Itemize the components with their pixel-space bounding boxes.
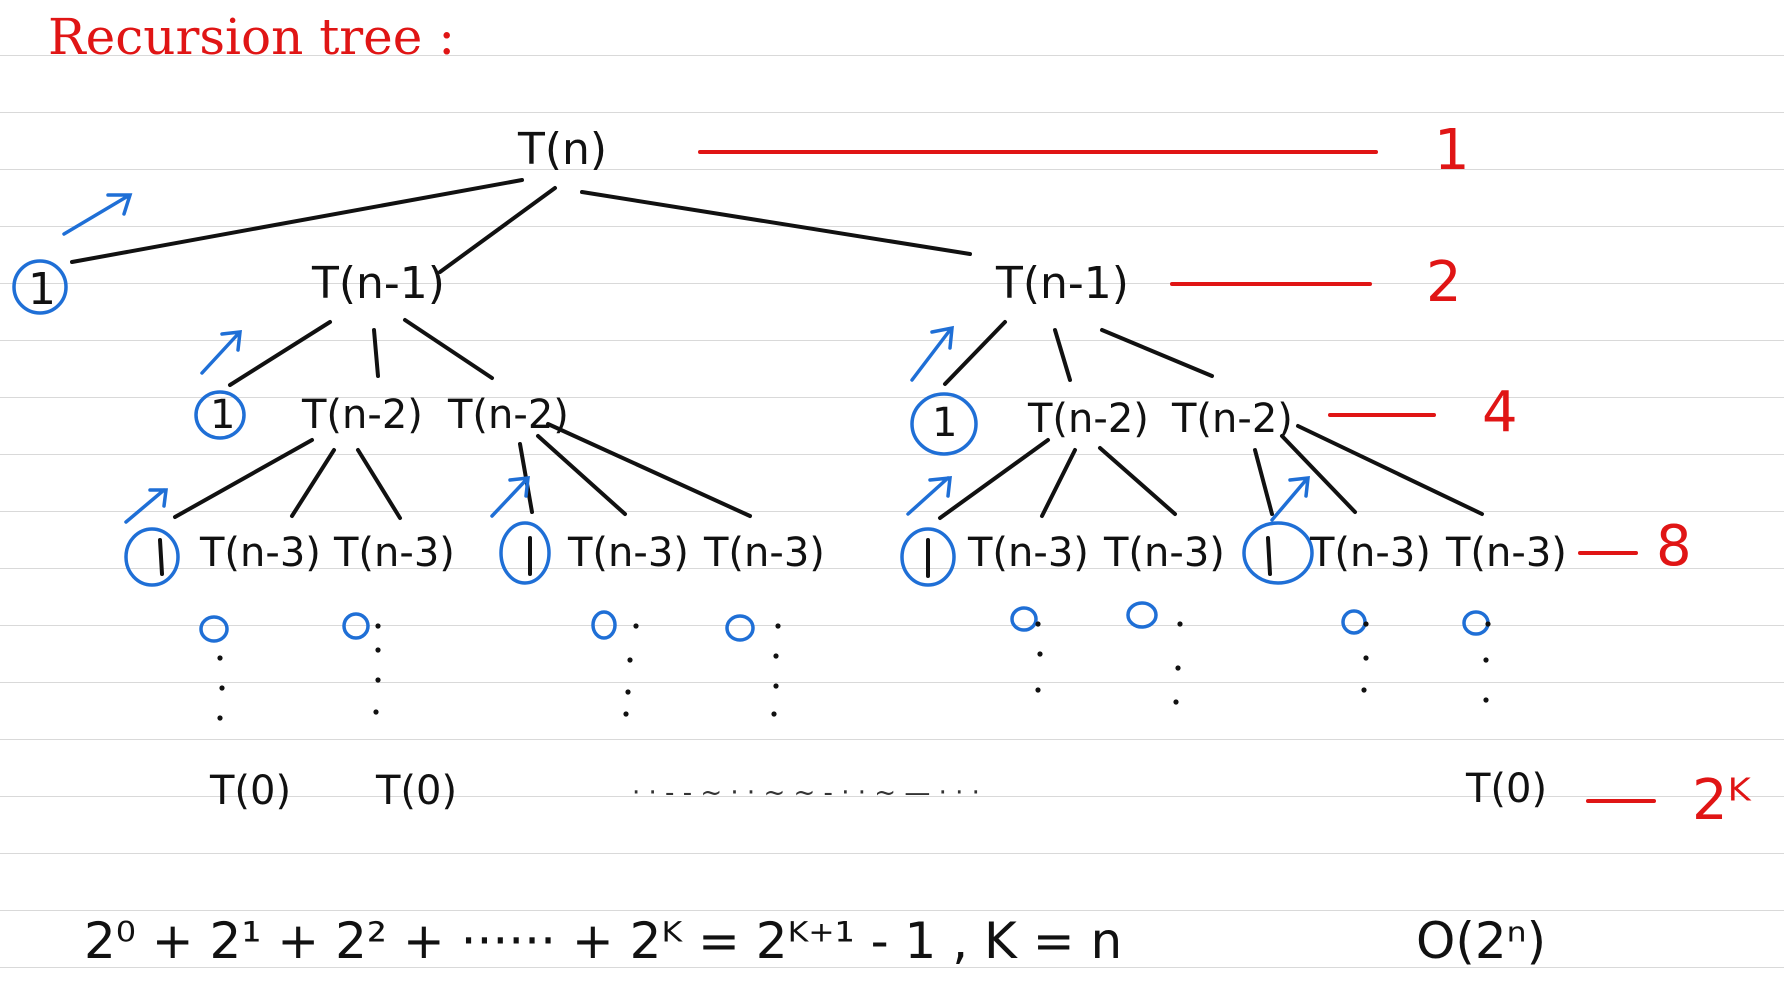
edge — [1100, 328, 1214, 378]
arrow-icon — [490, 476, 530, 518]
cost-circle — [12, 259, 68, 315]
tree-node: T(n-2) — [302, 392, 423, 438]
tree-node: T(n-1) — [996, 258, 1129, 309]
edge — [1296, 424, 1484, 516]
ruled-line — [0, 397, 1784, 398]
cost-circle — [1242, 521, 1314, 585]
tree-node: T(n-1) — [312, 258, 445, 309]
tree-leaf: T(0) — [1466, 766, 1548, 812]
ruled-line — [0, 55, 1784, 56]
edge — [546, 422, 752, 518]
tree-node: T(n-2) — [1028, 396, 1149, 442]
cost-circle — [910, 392, 978, 456]
edge — [356, 448, 402, 520]
edge — [1040, 448, 1077, 518]
ruled-line — [0, 511, 1784, 512]
ruled-line — [0, 226, 1784, 227]
unit-cost: 1 — [932, 400, 958, 446]
ruled-line — [0, 796, 1784, 797]
level-count: 1 — [1434, 118, 1470, 183]
edge — [938, 438, 1050, 520]
edge — [1266, 536, 1272, 576]
tree-node: T(n-3) — [968, 530, 1089, 576]
level-count: 2 — [1426, 250, 1462, 315]
tree-node: T(n-3) — [1446, 530, 1567, 576]
ruled-line — [0, 682, 1784, 683]
unit-cost: 1 — [28, 264, 56, 315]
edge — [228, 320, 332, 387]
tree-node-root: T(n) — [518, 124, 608, 175]
arrow-icon — [1270, 476, 1310, 522]
page-title: Recursion tree : — [48, 8, 456, 66]
level-count: 4 — [1482, 380, 1518, 445]
tree-node: T(n-3) — [200, 530, 321, 576]
edge — [290, 448, 336, 518]
tree-node: T(n-3) — [1104, 530, 1225, 576]
edge — [403, 318, 494, 380]
edge — [580, 190, 972, 256]
ruled-line — [0, 112, 1784, 113]
arrow-icon — [200, 330, 242, 375]
vertical-dots — [217, 621, 1491, 721]
tree-node: T(n-3) — [568, 530, 689, 576]
base-case-zeros — [199, 601, 1490, 643]
ruled-line — [0, 739, 1784, 740]
edge — [943, 320, 1007, 386]
tree-node: T(n-3) — [1310, 530, 1431, 576]
arrow-icon — [124, 488, 168, 524]
cost-circle — [124, 527, 180, 587]
ruled-line — [0, 967, 1784, 968]
unit-cost: 1 — [210, 392, 236, 438]
tree-node: T(n-3) — [704, 530, 825, 576]
cost-circles — [12, 259, 1314, 587]
cost-circle — [900, 527, 956, 587]
edge — [536, 434, 627, 516]
level-lines — [698, 150, 1656, 803]
arrow-icon — [62, 193, 133, 236]
cost-circle — [194, 390, 246, 440]
ruled-line — [0, 340, 1784, 341]
cost-circle — [499, 521, 551, 585]
level-count: 2ᴷ — [1692, 768, 1751, 833]
leaf-ellipsis: · · - - ~ · · ~ ~ - · · ~ — · · · — [632, 778, 980, 808]
ruled-line — [0, 625, 1784, 626]
tree-leaf: T(0) — [376, 768, 458, 814]
complexity: O(2ⁿ) — [1416, 912, 1547, 970]
tree-node: T(n-3) — [334, 530, 455, 576]
edge — [70, 178, 524, 264]
ruled-line — [0, 454, 1784, 455]
ruled-line — [0, 568, 1784, 569]
ruled-line — [0, 283, 1784, 284]
edge — [372, 328, 380, 378]
level-count: 8 — [1656, 514, 1692, 579]
tree-leaf: T(0) — [210, 768, 292, 814]
ruled-line — [0, 910, 1784, 911]
edge — [1098, 446, 1177, 516]
arrow-icon — [910, 325, 954, 382]
tree-node: T(n-2) — [448, 392, 569, 438]
ruled-line — [0, 169, 1784, 170]
edge — [1053, 328, 1072, 382]
sum-formula: 2⁰ + 2¹ + 2² + ······ + 2ᴷ = 2ᴷ⁺¹ - 1 , … — [84, 912, 1123, 970]
tree-node: T(n-2) — [1172, 396, 1293, 442]
edge — [438, 186, 557, 274]
ruled-line — [0, 853, 1784, 854]
edge — [158, 538, 164, 576]
edge — [173, 438, 314, 519]
edge — [1253, 448, 1274, 516]
arrow-icon — [906, 476, 952, 516]
tree-edges — [70, 178, 1484, 578]
edge — [1280, 434, 1357, 514]
arrow-icons — [62, 193, 1310, 524]
